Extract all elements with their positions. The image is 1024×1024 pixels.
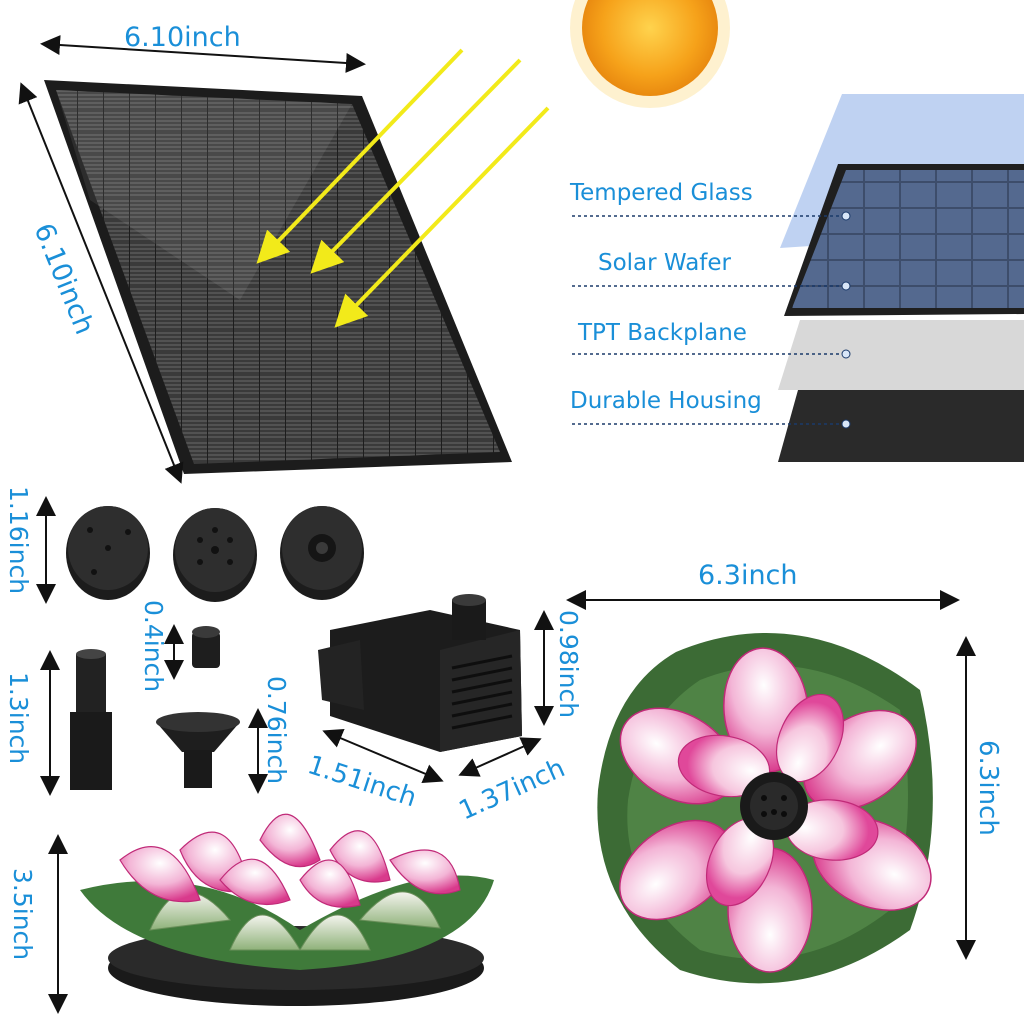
lotus-height-dimension: 3.5inch bbox=[8, 834, 68, 1014]
lotus-side-view bbox=[80, 813, 494, 1006]
pump-width-label: 1.37inch bbox=[455, 753, 570, 826]
lotus-depth-label: 6.3inch bbox=[973, 740, 1003, 836]
extension-tube-dimension: 1.3inch bbox=[4, 650, 60, 796]
panel-width-dimension: 6.10inch bbox=[40, 22, 366, 73]
pump-width-dimension: 1.37inch bbox=[455, 737, 570, 826]
layer-pointer-dots bbox=[841, 211, 851, 429]
nozzle-disc-1 bbox=[66, 506, 150, 600]
nozzle-disc-2 bbox=[173, 508, 257, 602]
solar-wafer-label: Solar Wafer bbox=[598, 250, 731, 276]
durable-housing-layer bbox=[778, 390, 1024, 462]
small-nozzle bbox=[192, 626, 220, 668]
pump-length-label: 1.51inch bbox=[304, 750, 420, 813]
small-nozzle-label: 0.4inch bbox=[139, 600, 168, 692]
lotus-top-view bbox=[597, 632, 933, 984]
tempered-glass-label: Tempered Glass bbox=[570, 180, 753, 206]
pump-height-label: 0.98inch bbox=[554, 610, 583, 718]
nozzle-disc-3 bbox=[280, 506, 364, 600]
extension-tube bbox=[70, 649, 112, 790]
layer-pointers bbox=[572, 215, 846, 425]
tpt-backplane-label: TPT Backplane bbox=[578, 320, 747, 346]
extension-tube-label: 1.3inch bbox=[4, 672, 33, 764]
durable-housing-label: Durable Housing bbox=[570, 388, 762, 414]
pump-height-dimension: 0.98inch bbox=[534, 610, 583, 726]
cup-nozzle bbox=[156, 712, 240, 788]
lotus-width-dimension: 6.3inch bbox=[566, 560, 960, 610]
cup-nozzle-label: 0.76inch bbox=[262, 676, 291, 784]
cup-nozzle-dimension: 0.76inch bbox=[248, 676, 291, 794]
tpt-backplane-layer bbox=[778, 320, 1024, 390]
sunlight-arrows bbox=[256, 48, 550, 328]
nozzle-height-label: 1.16inch bbox=[4, 486, 33, 594]
lotus-depth-dimension: 6.3inch bbox=[956, 636, 1003, 960]
lotus-width-label: 6.3inch bbox=[698, 560, 798, 591]
lotus-height-label: 3.5inch bbox=[8, 868, 37, 960]
panel-width-label: 6.10inch bbox=[124, 22, 241, 53]
water-pump bbox=[318, 594, 522, 752]
panel-layers bbox=[778, 94, 1024, 462]
nozzle-height-dimension: 1.16inch bbox=[4, 486, 56, 604]
panel-height-label: 6.10inch bbox=[28, 219, 100, 339]
sun-icon bbox=[570, 0, 730, 108]
small-nozzle-dimension: 0.4inch bbox=[139, 600, 184, 692]
